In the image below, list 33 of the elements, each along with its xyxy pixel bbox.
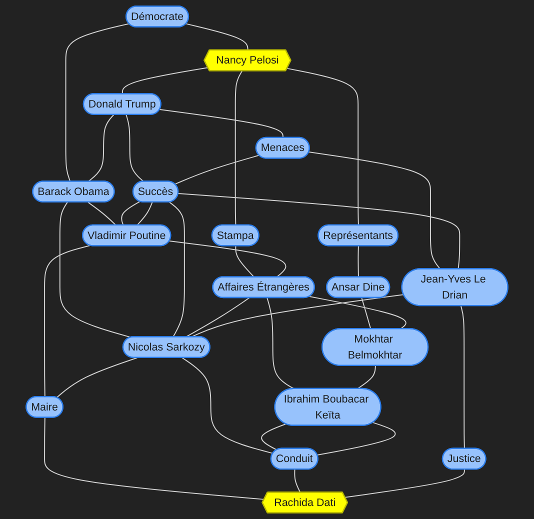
connector bbox=[286, 68, 359, 226]
connector bbox=[234, 70, 243, 226]
connector bbox=[190, 294, 404, 338]
connector bbox=[358, 246, 359, 278]
connector bbox=[159, 109, 284, 138]
connector bbox=[136, 202, 153, 226]
connector bbox=[344, 468, 465, 498]
connector bbox=[261, 424, 286, 450]
connector bbox=[168, 202, 185, 338]
connector bbox=[361, 297, 372, 330]
connector bbox=[122, 67, 208, 95]
connector bbox=[88, 202, 117, 226]
connector bbox=[169, 240, 286, 278]
connector bbox=[182, 357, 274, 454]
connector bbox=[185, 297, 250, 338]
connector bbox=[294, 468, 301, 494]
connector bbox=[65, 23, 130, 182]
connector bbox=[126, 114, 144, 182]
connector bbox=[44, 417, 265, 500]
connector bbox=[186, 23, 248, 51]
connector bbox=[88, 114, 114, 182]
connector bbox=[56, 357, 138, 398]
connector bbox=[309, 296, 406, 330]
connector bbox=[235, 246, 255, 278]
connector bbox=[174, 154, 260, 185]
connector bbox=[460, 305, 465, 450]
connector bbox=[308, 152, 441, 270]
connector bbox=[316, 422, 396, 456]
connector bbox=[121, 201, 140, 226]
connector bbox=[356, 365, 376, 390]
connector bbox=[44, 245, 91, 398]
connector bbox=[178, 193, 460, 270]
connector bbox=[266, 297, 295, 390]
